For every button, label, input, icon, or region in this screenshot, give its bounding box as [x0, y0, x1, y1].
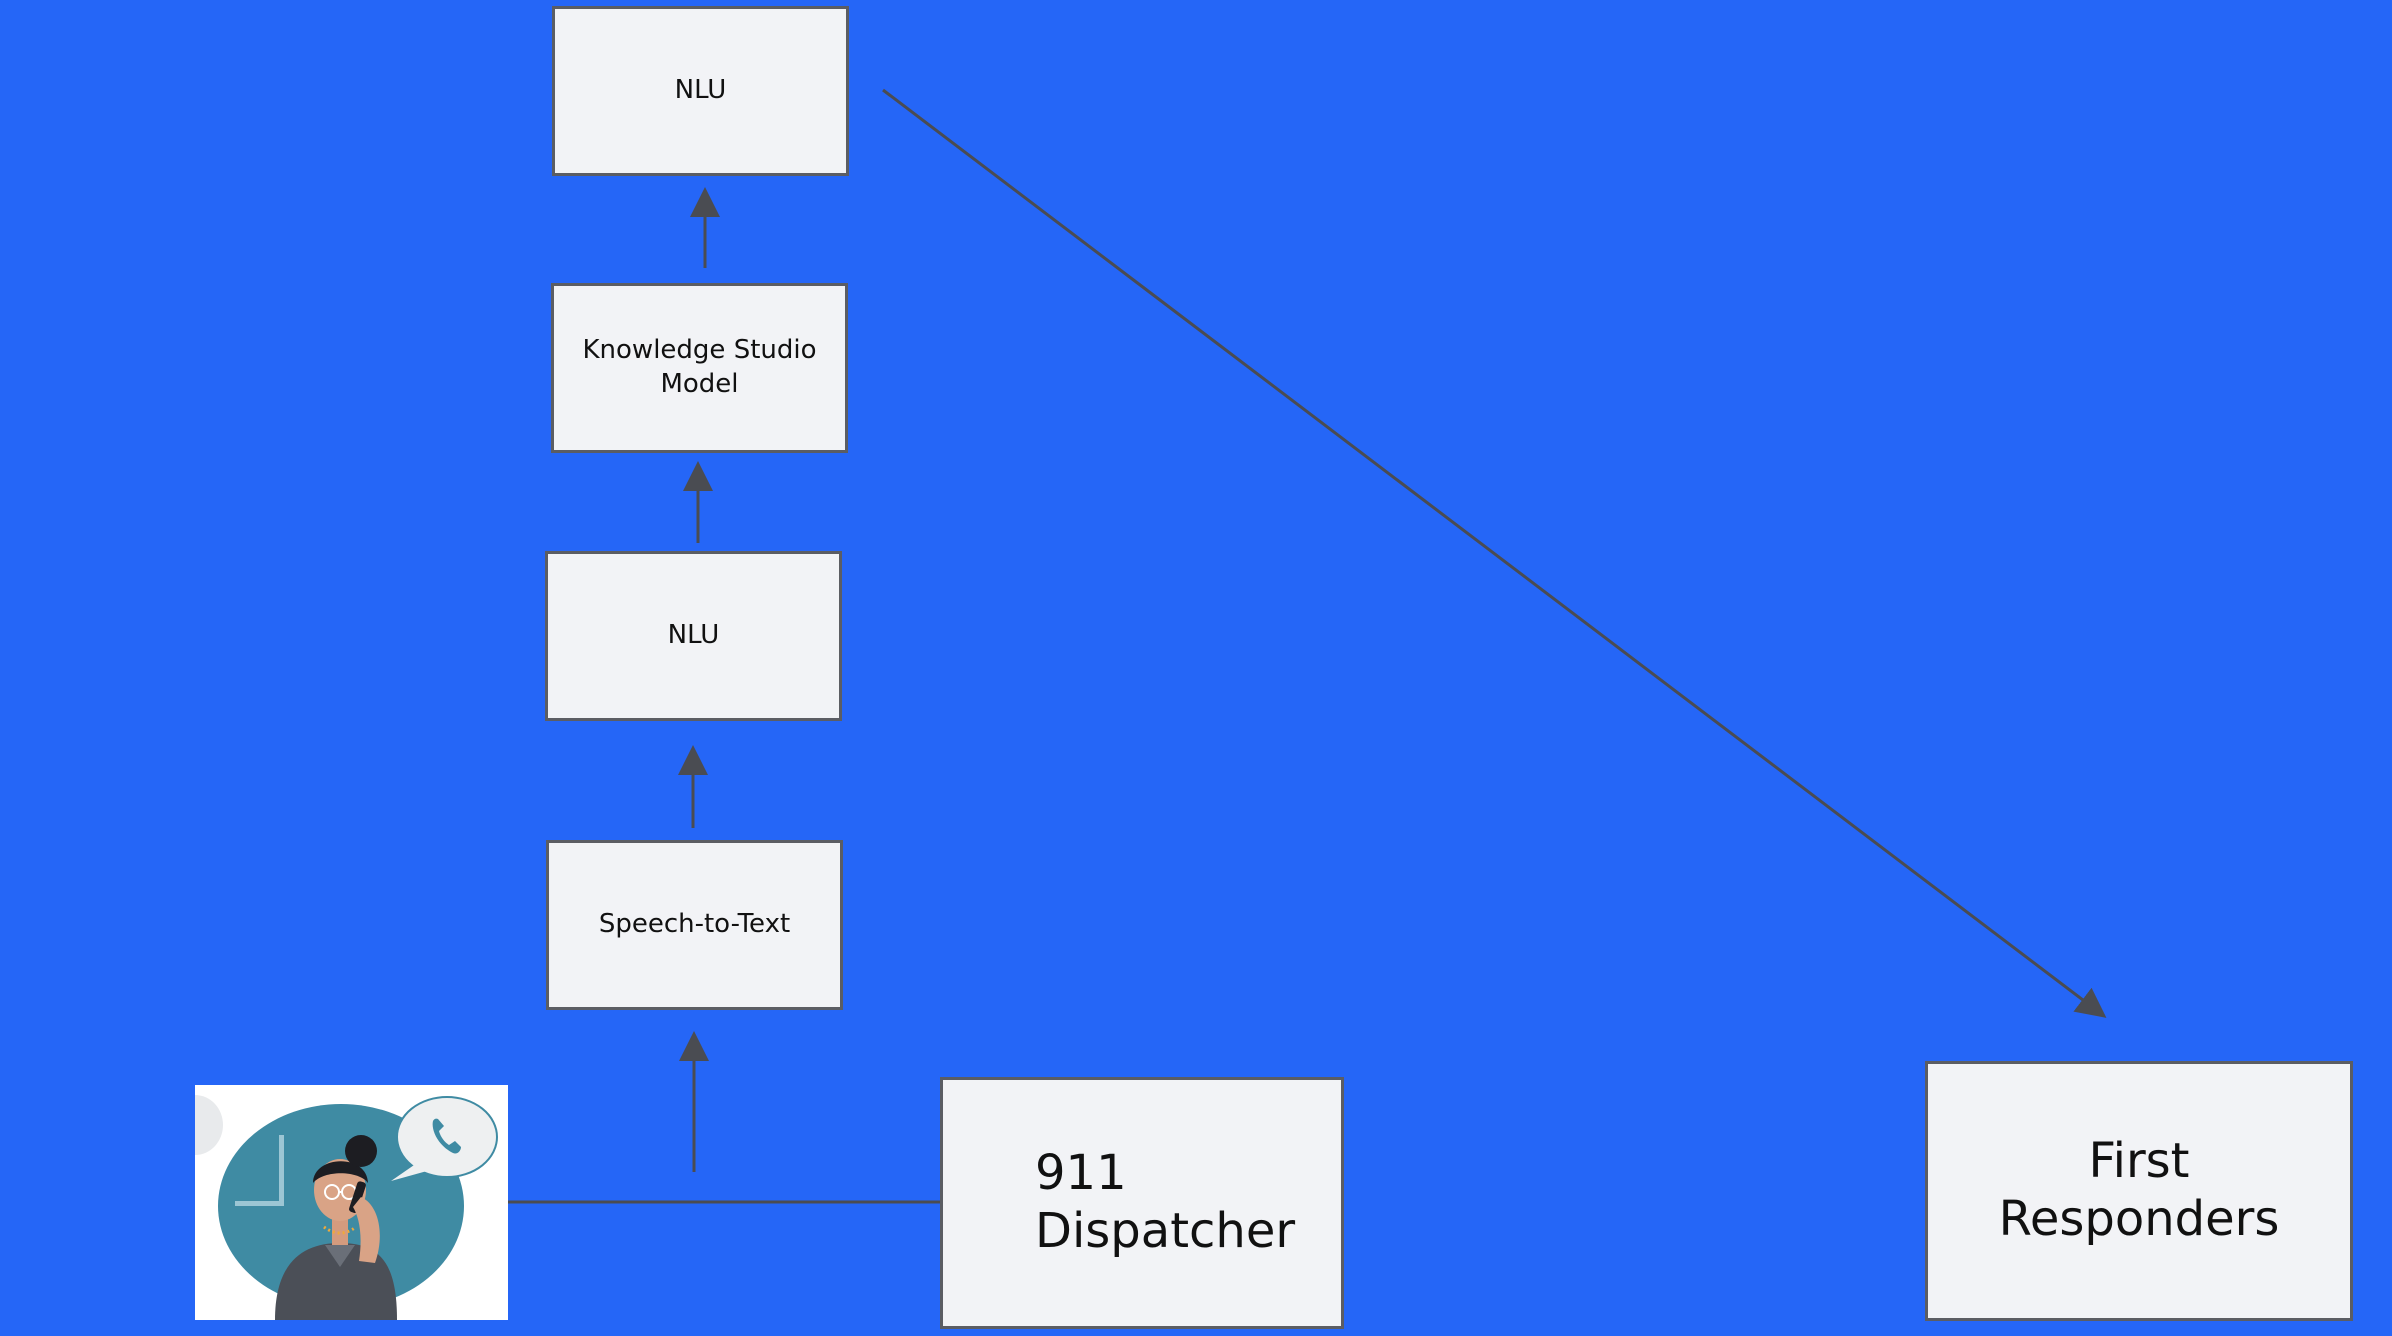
edge-nlu-top-first-responders	[882, 88, 2107, 1018]
knowledge-studio-box: Knowledge Studio Model	[551, 283, 848, 453]
speech-to-text-box: Speech-to-Text	[546, 840, 843, 1010]
nlu-top-box: NLU	[552, 6, 849, 176]
nlu-top-label: NLU	[674, 75, 727, 106]
woman-on-phone-icon	[167, 1095, 498, 1320]
dispatcher-box: 911 Dispatcher	[940, 1077, 1344, 1329]
nlu-middle-box: NLU	[545, 551, 842, 721]
knowledge-studio-label: Knowledge Studio Model	[582, 335, 817, 399]
nlu-middle-label: NLU	[667, 620, 720, 651]
first-responders-box: First Responders	[1925, 1061, 2353, 1321]
speech-to-text-label: Speech-to-Text	[598, 909, 791, 940]
caller-illustration	[167, 1085, 508, 1320]
dispatcher-label: 911 Dispatcher	[1035, 1145, 1296, 1259]
first-responders-label: First Responders	[1998, 1133, 2280, 1247]
